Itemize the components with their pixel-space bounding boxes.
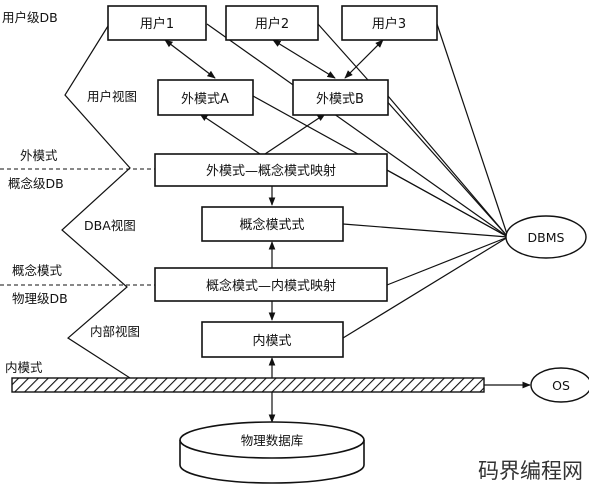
- physical-database-cylinder: 物理数据库: [179, 421, 365, 484]
- label-dba-view: DBA视图: [84, 218, 136, 233]
- physical-database-label: 物理数据库: [241, 433, 304, 448]
- ext-schema-a-box: 外模式A: [157, 79, 254, 116]
- internal-schema-label: 内模式: [252, 333, 291, 349]
- label-internal-view: 内部视图: [90, 324, 140, 339]
- user3-box: 用户3: [341, 5, 438, 41]
- storage-hatched-bar: [11, 377, 485, 393]
- arrow-user3-ext-b: [344, 39, 384, 79]
- user1-label: 用户1: [140, 16, 174, 32]
- os-label: OS: [552, 378, 570, 393]
- level-boundary-zigzag: [61, 25, 131, 379]
- label-physical-db: 物理级DB: [12, 291, 68, 306]
- dbms-ellipse: DBMS: [505, 215, 587, 259]
- label-user-view: 用户视图: [87, 89, 137, 104]
- label-ext-schema: 外模式: [20, 148, 58, 163]
- ext-schema-b-box: 外模式B: [292, 79, 389, 116]
- user1-box: 用户1: [107, 5, 207, 41]
- ext-schema-a-label: 外模式A: [181, 92, 229, 107]
- arrow-map-to-ext-a: [199, 113, 261, 155]
- dbms-label: DBMS: [528, 230, 565, 245]
- concept-internal-mapping-box: 概念模式—内模式映射: [154, 267, 388, 302]
- label-concept-db: 概念级DB: [8, 176, 64, 191]
- ext-schema-b-label: 外模式B: [316, 92, 364, 107]
- concept-internal-mapping-label: 概念模式—内模式映射: [206, 278, 336, 294]
- watermark-text: 码界编程网: [478, 459, 583, 483]
- label-user-db: 用户级DB: [2, 10, 58, 25]
- label-internal-schema: 内模式: [5, 360, 43, 375]
- label-concept-schema: 概念模式: [12, 263, 63, 278]
- user2-box: 用户2: [225, 5, 319, 41]
- arrow-user2-ext-b: [272, 39, 336, 79]
- concept-schema-label: 概念模式式: [239, 217, 304, 233]
- arrow-user1-ext-a: [164, 39, 216, 79]
- user3-label: 用户3: [372, 16, 406, 32]
- internal-schema-box: 内模式: [201, 321, 344, 358]
- ext-concept-mapping-label: 外模式—概念模式映射: [206, 163, 336, 179]
- user2-label: 用户2: [255, 16, 289, 32]
- concept-schema-box: 概念模式式: [201, 206, 344, 242]
- os-ellipse: OS: [530, 367, 589, 403]
- arrow-map-to-ext-b: [264, 113, 326, 155]
- ext-concept-mapping-box: 外模式—概念模式映射: [154, 153, 388, 187]
